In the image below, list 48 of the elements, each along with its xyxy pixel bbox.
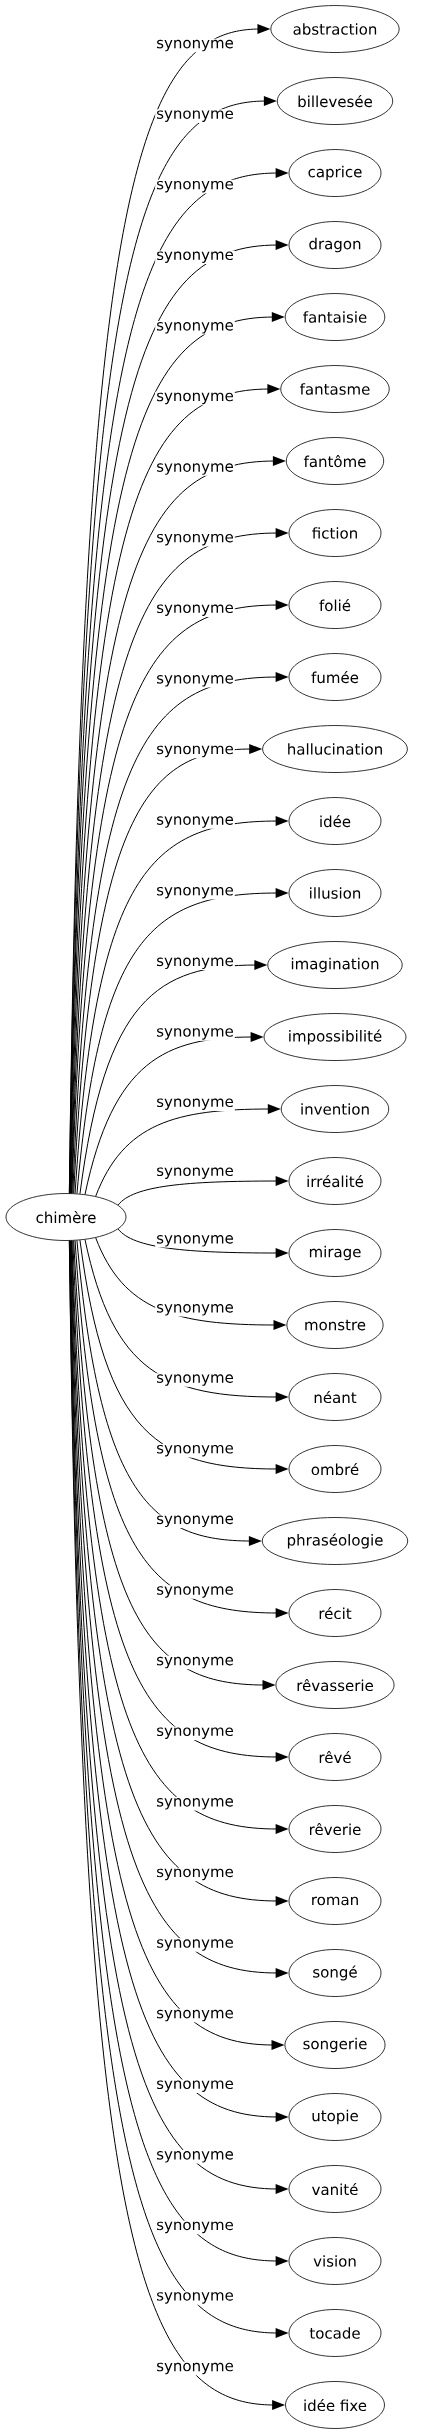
arrow (76, 888, 289, 1194)
edge-label: synonyme (155, 1027, 235, 1041)
arrow (117, 1176, 289, 1206)
edge-label: synonyme (155, 1867, 235, 1882)
edge-label: synonyme (155, 1166, 235, 1180)
edge-label: synonyme (155, 1655, 235, 1670)
arrow (74, 816, 289, 1194)
edge-label: synonyme (155, 1303, 235, 1317)
edge-label: synonyme (155, 179, 235, 194)
edge-label: synonyme (155, 1938, 235, 1952)
edge-label: synonyme (155, 2291, 235, 2305)
arrow (79, 960, 268, 1195)
edge-label: synonyme (155, 38, 235, 53)
edge-label: synonyme (155, 1514, 235, 1529)
edge-label: synonyme (155, 885, 235, 900)
edge-label: synonyme (155, 1726, 235, 1740)
edge-label: synonyme (155, 250, 235, 264)
edge-label: synonyme (155, 532, 235, 547)
edge-label: synonyme (155, 2079, 235, 2093)
arrow (73, 744, 263, 1194)
edge-label: synonyme (155, 2220, 235, 2235)
edge-label: synonyme (155, 462, 235, 476)
edge-label: synonyme (155, 1585, 235, 1599)
edge-label: synonyme (155, 321, 235, 335)
arrow (74, 1240, 289, 1618)
arrow (95, 1237, 287, 1330)
arrow (117, 1228, 289, 1258)
arrow (84, 1032, 264, 1195)
edge-label: synonyme (155, 1443, 235, 1458)
arrow (73, 1240, 276, 1690)
edge-label: synonyme (155, 956, 235, 971)
edge-label: synonyme (155, 815, 235, 829)
edge-label: synonyme (155, 1797, 235, 1811)
edge-label: synonyme (155, 603, 235, 617)
arrow (84, 1239, 289, 1402)
arrow (76, 1240, 262, 1546)
edge-label: synonyme (155, 1234, 235, 1248)
edge-label: synonyme (155, 744, 235, 759)
edge-label: synonyme (155, 674, 235, 688)
edge-label: synonyme (155, 2150, 235, 2164)
edge-label: synonyme (155, 2361, 235, 2376)
arrow (79, 1239, 289, 1474)
edge-label: synonyme (155, 1097, 235, 1111)
edge-label: synonyme (155, 109, 235, 123)
edge-label: synonyme (155, 1373, 235, 1387)
edge-label: synonyme (155, 2008, 235, 2023)
edge-label: synonyme (155, 391, 235, 406)
arrow (95, 1104, 281, 1197)
